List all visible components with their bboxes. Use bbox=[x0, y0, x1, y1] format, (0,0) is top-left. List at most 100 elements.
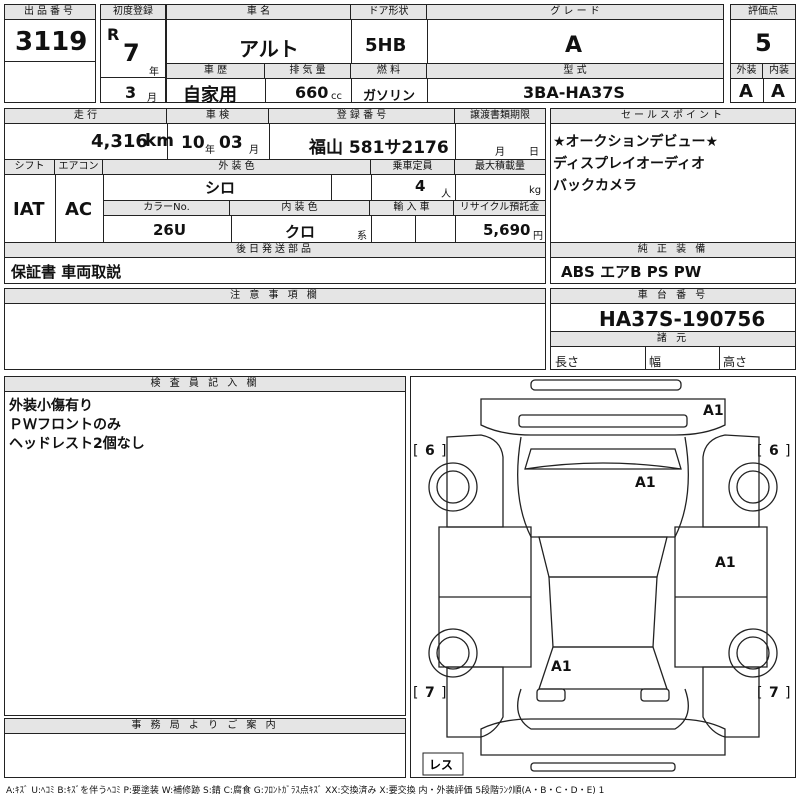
int-color-value: クロ bbox=[285, 223, 316, 241]
color-no-label: カラーNo. bbox=[104, 201, 230, 215]
chassis-label: 車 台 番 号 bbox=[551, 289, 795, 304]
svg-text:[: [ bbox=[757, 443, 762, 459]
score-box: 評価点 5 外装 内装 A A bbox=[730, 4, 796, 103]
mileage-unit: km bbox=[145, 131, 175, 151]
later-parts-value: 保証書 車両取説 bbox=[11, 263, 122, 281]
model-value: 3BA-HA37S bbox=[523, 83, 625, 102]
ext-score: A bbox=[739, 81, 753, 102]
shift-value: IAT bbox=[13, 199, 45, 220]
ext-color-value: シロ bbox=[205, 179, 236, 197]
notes-box: 注 意 事 項 欄 bbox=[4, 288, 546, 370]
spec-height: 高さ bbox=[723, 355, 748, 369]
svg-text:[: [ bbox=[413, 685, 418, 701]
legend: A:ｷｽﾞ U:ﾍｺﾐ B:ｷｽﾞを伴うﾍｺﾐ P:要塗装 W:補修跡 S:錆 … bbox=[6, 786, 605, 796]
lot-number: 3119 bbox=[15, 27, 88, 57]
first-reg-month: 3 bbox=[125, 83, 137, 102]
transfer-day-unit: 日 bbox=[529, 147, 539, 158]
displacement-label: 排 気 量 bbox=[265, 64, 351, 78]
car-outline-svg: A1 A1 A1 A1 [6] [6] [7] [7] レス bbox=[413, 379, 790, 776]
inspection-month: 03 bbox=[219, 133, 243, 153]
sales-box: セールスポイント ★オークションデビュー★ ディスプレイオーディオ バックカメラ… bbox=[550, 108, 796, 284]
damage-mark: A1 bbox=[551, 659, 572, 675]
int-color-label: 内 装 色 bbox=[230, 201, 370, 215]
inspector-line: 外装小傷有り bbox=[9, 398, 93, 414]
first-reg-label: 初度登録 bbox=[101, 5, 165, 20]
lot-label: 出品番号 bbox=[5, 5, 95, 20]
later-parts-label: 後日発送部品 bbox=[5, 243, 545, 258]
door-label: ドア形状 bbox=[351, 5, 427, 19]
int-color-unit: 系 bbox=[357, 231, 367, 242]
spare-tire: レス bbox=[429, 758, 453, 772]
fuel-value: ガソリン bbox=[363, 89, 416, 104]
main-info-box: 走 行 車 検 登 録 番 号 譲渡書類期限 4,316 km 10 年 03 … bbox=[4, 108, 546, 284]
inspector-line: ＰＷフロントのみ bbox=[9, 417, 121, 433]
recycle-value: 5,690 bbox=[483, 221, 531, 239]
plate-label: 登 録 番 号 bbox=[269, 109, 455, 123]
plate-value: 福山 581サ2176 bbox=[309, 138, 449, 158]
spec-width: 幅 bbox=[649, 355, 662, 369]
transfer-label: 譲渡書類期限 bbox=[470, 110, 530, 121]
svg-text:[: [ bbox=[757, 685, 762, 701]
inspector-label: 検 査 員 記 入 欄 bbox=[5, 377, 405, 392]
first-reg-month-unit: 月 bbox=[147, 93, 157, 104]
equipment-label: 純 正 装 備 bbox=[551, 243, 795, 258]
spec-length: 長さ bbox=[555, 355, 580, 369]
int-score: A bbox=[771, 81, 785, 102]
first-reg-year: 7 bbox=[123, 39, 140, 67]
max-load-unit: kg bbox=[529, 185, 542, 196]
import-label: 輸 入 車 bbox=[370, 201, 454, 215]
capacity-label: 乗車定員 bbox=[371, 160, 455, 174]
sales-item: バックカメラ bbox=[553, 178, 637, 194]
transfer-month-unit: 月 bbox=[495, 147, 505, 158]
mileage-label: 走 行 bbox=[5, 109, 167, 123]
shift-label: シフト bbox=[5, 160, 55, 174]
displacement-unit: cc bbox=[331, 91, 342, 102]
office-label: 事 務 局 よ り ご 案 内 bbox=[5, 719, 405, 734]
score-value: 5 bbox=[755, 29, 772, 57]
specs-label: 諸 元 bbox=[551, 332, 795, 347]
color-no-value: 26U bbox=[153, 221, 187, 239]
chassis-number: HA37S-190756 bbox=[599, 307, 766, 331]
fuel-label: 燃 料 bbox=[351, 64, 427, 78]
ext-score-label: 外装 bbox=[731, 64, 763, 78]
ext-color-label: 外 装 色 bbox=[103, 160, 371, 174]
tire-front-left: 6 bbox=[425, 443, 435, 459]
damage-mark: A1 bbox=[715, 555, 736, 571]
mileage-value: 4,316 bbox=[91, 131, 148, 152]
svg-text:]: ] bbox=[441, 443, 446, 459]
svg-text:]: ] bbox=[785, 443, 790, 459]
sales-label: セールスポイント bbox=[551, 109, 795, 124]
damage-mark: A1 bbox=[635, 475, 656, 491]
inspector-box: 検 査 員 記 入 欄 外装小傷有り ＰＷフロントのみ ヘッドレスト2個なし bbox=[4, 376, 406, 716]
recycle-unit: 円 bbox=[533, 231, 543, 242]
first-reg-era: R bbox=[107, 25, 120, 44]
damage-mark: A1 bbox=[703, 403, 724, 419]
model-label: 型 式 bbox=[563, 65, 587, 76]
capacity-unit: 人 bbox=[441, 189, 451, 200]
inspection-year-unit: 年 bbox=[205, 145, 215, 156]
equipment-value: ABS エアB PS PW bbox=[561, 263, 702, 281]
tire-rear-left: 7 bbox=[425, 685, 435, 701]
tire-front-right: 6 bbox=[769, 443, 779, 459]
grade-label: グ レ ー ド bbox=[550, 6, 600, 17]
car-name-label: 車 名 bbox=[167, 5, 351, 19]
history-value: 自家用 bbox=[183, 85, 237, 106]
notes-label: 注 意 事 項 欄 bbox=[5, 289, 545, 304]
aircon-label: エアコン bbox=[55, 160, 103, 174]
history-label: 車 歴 bbox=[167, 64, 265, 78]
max-load-label: 最大積載量 bbox=[475, 161, 525, 172]
svg-text:]: ] bbox=[441, 685, 446, 701]
office-box: 事 務 局 よ り ご 案 内 bbox=[4, 718, 406, 778]
car-name: アルト bbox=[239, 37, 299, 61]
capacity-value: 4 bbox=[415, 177, 426, 195]
grade-value: A bbox=[565, 33, 583, 58]
inspector-line: ヘッドレスト2個なし bbox=[9, 436, 145, 452]
displacement-value: 660 bbox=[295, 83, 329, 102]
lot-box: 出品番号 3119 bbox=[4, 4, 96, 103]
inspection-label: 車 検 bbox=[167, 109, 269, 123]
sales-item: ★オークションデビュー★ bbox=[553, 134, 719, 150]
tire-rear-right: 7 bbox=[769, 685, 779, 701]
sales-item: ディスプレイオーディオ bbox=[553, 156, 706, 172]
int-score-label: 内装 bbox=[769, 65, 789, 76]
car-info-box: 車 名 ドア形状 グ レ ー ド アルト 5HB A 車 歴 排 気 量 燃 料… bbox=[166, 4, 724, 106]
